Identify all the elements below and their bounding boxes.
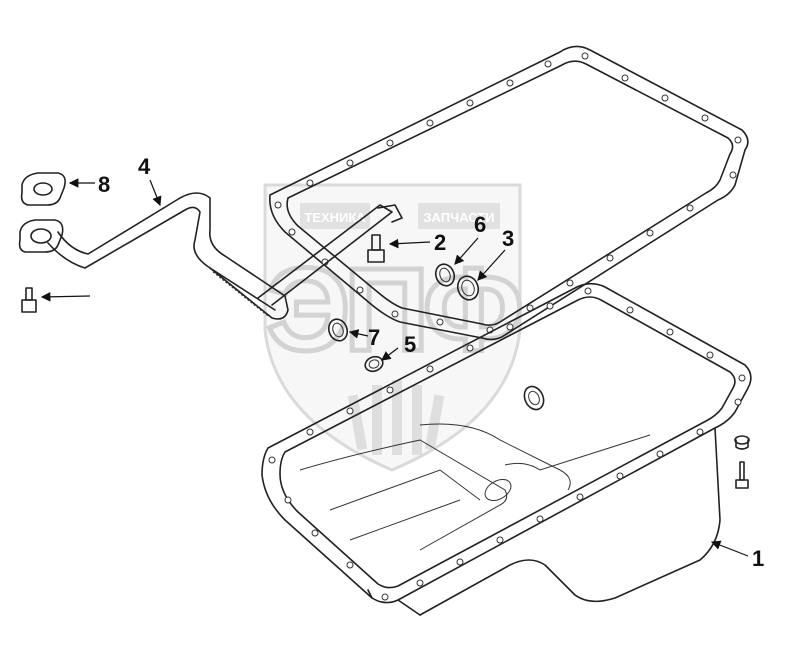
leader-3	[477, 249, 506, 281]
watermark-wheat-icon	[347, 380, 445, 455]
pan-bolt-holes	[268, 287, 746, 601]
watermark-letters: ЭПФ	[266, 244, 520, 376]
leader-lines	[40, 178, 749, 557]
flange-gasket	[20, 172, 66, 206]
callout-1: 1	[752, 546, 764, 571]
callout-4: 4	[138, 154, 151, 179]
leader-7	[348, 329, 369, 339]
callout-6: 6	[474, 212, 486, 237]
flange-bolt	[21, 287, 37, 313]
callout-8: 8	[98, 172, 110, 197]
callout-labels: 8 4 2 6 3 7 5 1	[98, 154, 764, 571]
leader-1	[710, 540, 749, 557]
oil-suction-pipe	[18, 192, 403, 320]
leader-2	[388, 238, 431, 249]
leader-bolt	[40, 292, 91, 302]
oil-pan	[261, 282, 752, 616]
seal-ring-5	[364, 355, 384, 373]
watermark-band-left	[300, 203, 370, 229]
leader-5	[381, 347, 399, 361]
callout-5: 5	[404, 332, 416, 357]
pan-side-bolt	[734, 435, 750, 489]
leader-6	[454, 237, 479, 265]
watermark-text-right: ЗАПЧАСТИ	[423, 210, 494, 225]
leader-4	[149, 179, 162, 207]
gasket-bolt-holes	[274, 52, 742, 334]
callout-3: 3	[502, 226, 514, 251]
callout-7: 7	[368, 325, 380, 350]
watermark-text-left: ТЕХНИКА	[304, 210, 366, 225]
seal-ring-3	[456, 275, 480, 301]
callout-2: 2	[434, 230, 446, 255]
oil-pan-gasket	[268, 45, 749, 341]
bracket-bolt	[367, 234, 385, 263]
watermark-band-right	[418, 203, 500, 229]
seal-ring-7	[327, 318, 349, 342]
o-ring-6	[434, 263, 456, 287]
